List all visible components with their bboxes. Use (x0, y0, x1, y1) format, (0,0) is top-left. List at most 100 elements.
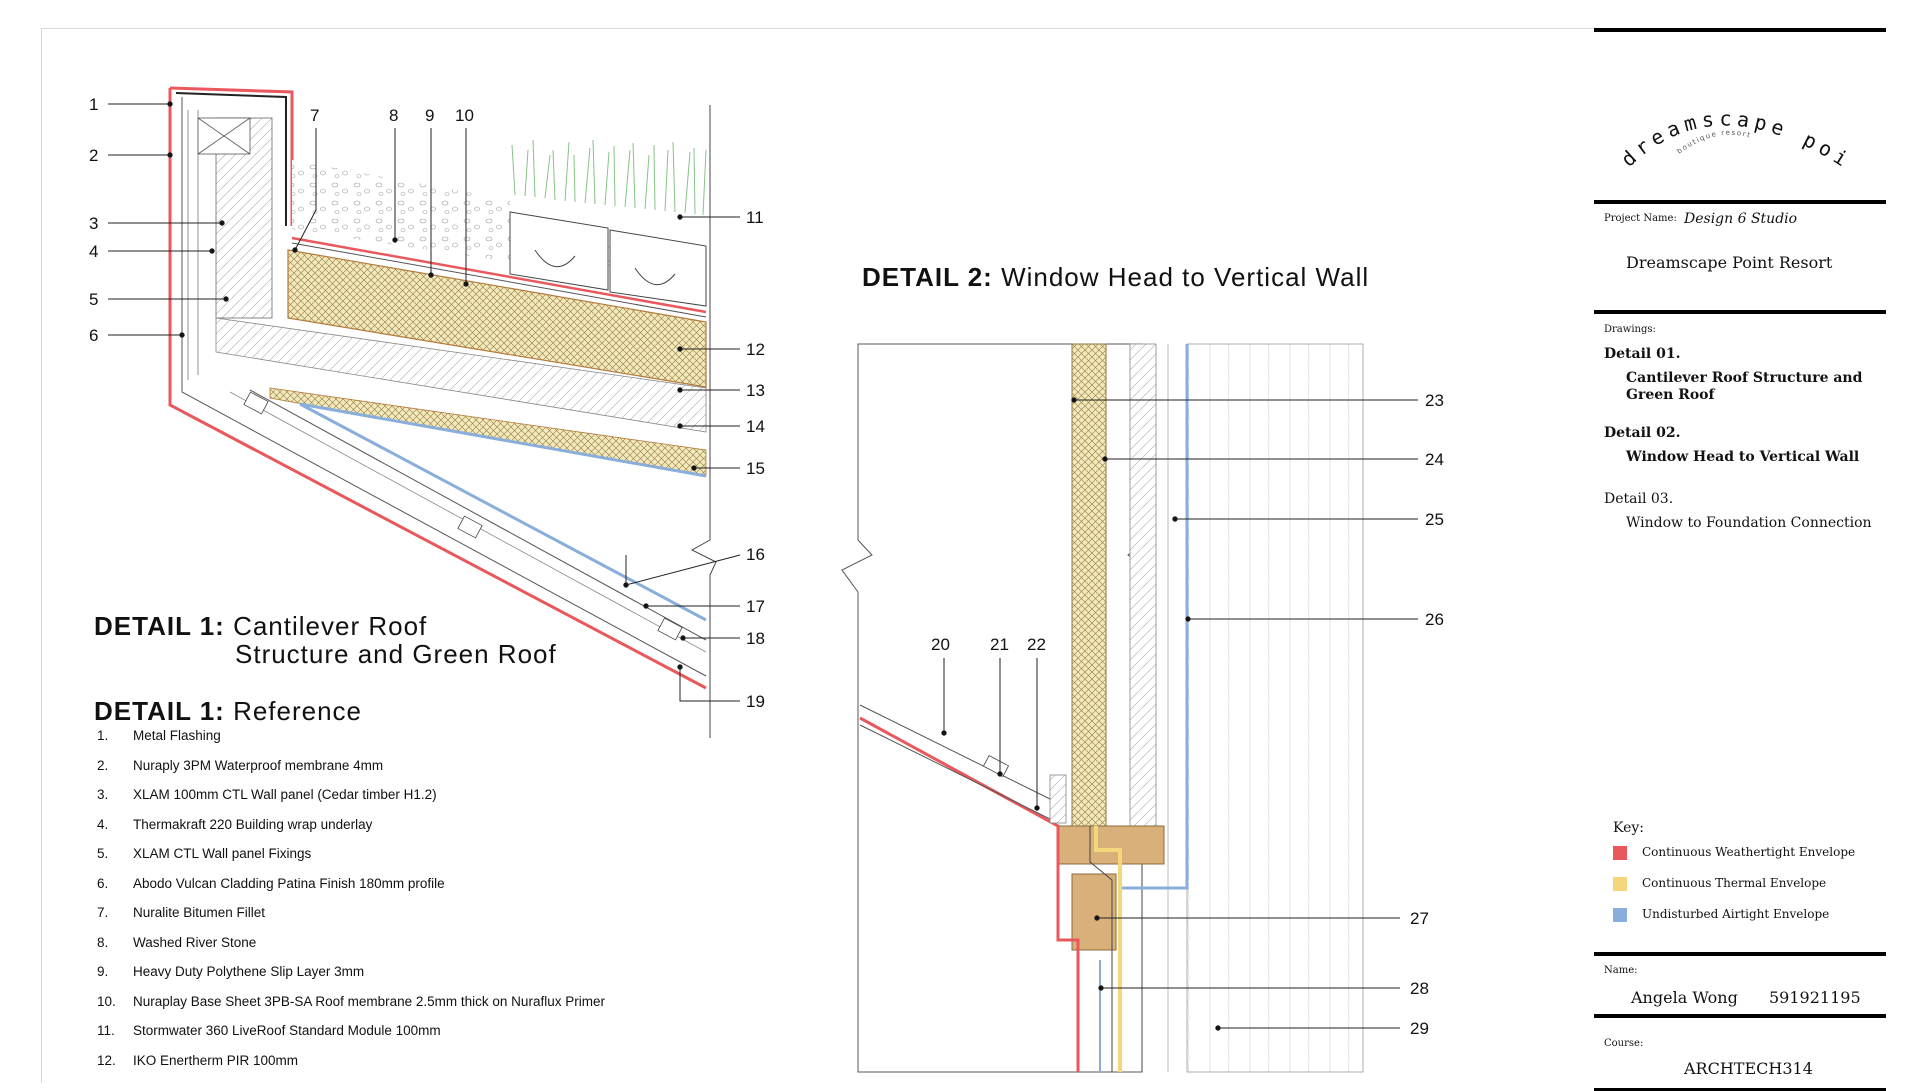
callout-number: 14 (746, 417, 765, 436)
reference-number: 3. (97, 787, 109, 802)
callout-dot (167, 152, 173, 158)
reference-text: XLAM CTL Wall panel Fixings (133, 846, 312, 861)
reference-text: Abodo Vulcan Cladding Patina Finish 180m… (133, 875, 445, 891)
title-block-rule (1594, 200, 1886, 204)
detail2-insulation (1071, 343, 1107, 829)
key-label-thermal: Continuous Thermal Envelope (1642, 876, 1827, 890)
reference-list-item: 3.XLAM 100mm CTL Wall panel (Cedar timbe… (97, 787, 605, 817)
drawing-3-title: Window to Foundation Connection (1626, 515, 1872, 531)
reference-number: 10. (97, 993, 116, 1009)
callout-leader (679, 667, 740, 702)
callout-dot (677, 664, 683, 670)
detail1-title-line1: Cantilever Roof (233, 611, 428, 641)
callout-number: 21 (990, 635, 1009, 654)
drawing-2-head: Detail 02. (1604, 425, 1681, 441)
key-label-airtight: Undisturbed Airtight Envelope (1642, 907, 1830, 921)
logo-text: dreamscape point (1604, 68, 1851, 174)
callout-dot (1172, 516, 1178, 522)
course-value: ARCHTECH314 (1684, 1059, 1813, 1078)
key-swatch-weathertight (1613, 846, 1627, 860)
drawings-label: Drawings: (1604, 324, 1656, 335)
callout-number: 23 (1425, 391, 1444, 410)
detail2-title: DETAIL 2: Window Head to Vertical Wall (862, 263, 1369, 291)
callout-dot (1071, 397, 1077, 403)
detail2-title-bold: DETAIL 2: (862, 262, 993, 292)
callout-dot (179, 332, 185, 338)
detail2-thermal-line (1094, 826, 1122, 1072)
callout-number: 2 (89, 146, 98, 165)
callout-dot (1034, 805, 1040, 811)
callout-dot (292, 247, 298, 253)
reference-list-item: 7.Nuralite Bitumen Fillet (97, 905, 605, 935)
detail1-title-bold: DETAIL 1: (94, 611, 225, 641)
reference-number: 11. (97, 1023, 115, 1038)
reference-list-item: 11. Stormwater 360 LiveRoof Standard Modu… (97, 1023, 605, 1053)
callout-dot (677, 387, 683, 393)
callout-number: 13 (746, 381, 765, 400)
callout-number: 19 (746, 692, 765, 711)
detail1-insulation (287, 249, 707, 388)
callout-number: 7 (310, 106, 319, 125)
reference-number: 8. (97, 934, 109, 950)
callout-dot (997, 771, 1003, 777)
drawing-2-title: Window Head to Vertical Wall (1626, 449, 1860, 465)
key-label-weathertight: Continuous Weathertight Envelope (1642, 845, 1856, 859)
reference-list-item: 4.Thermakraft 220 Building wrap underlay (97, 817, 605, 847)
reference-text: IKO Enertherm PIR 100mm (133, 1052, 299, 1068)
reference-text: Nuraplay Base Sheet 3PB-SA Roof membrane… (133, 993, 605, 1009)
reference-number: 1. (97, 728, 109, 743)
drawing-1-head: Detail 01. (1604, 346, 1681, 362)
detail1-liveroof-module (509, 211, 609, 291)
detail2-weathertight-line (859, 716, 1080, 1072)
callout-dot (677, 214, 683, 220)
reference-list-item: 9.Heavy Duty Polythene Slip Layer 3mm (97, 964, 605, 994)
callout-dot (428, 272, 434, 278)
reference-text: Stormwater 360 LiveRoof Standard Module … (133, 1023, 441, 1038)
drawing-1-title: Cantilever Roof Structure and Green Roof (1626, 370, 1863, 403)
callout-dot (1215, 1025, 1221, 1031)
callout-dot (677, 346, 683, 352)
reference-list-item: 5.XLAM CTL Wall panel Fixings (97, 846, 605, 876)
callout-number: 8 (389, 106, 398, 125)
callout-number: 22 (1027, 635, 1046, 654)
callout-dot (691, 465, 697, 471)
callout-number: 1 (89, 95, 98, 114)
callout-number: 29 (1410, 1019, 1429, 1038)
callout-dot (643, 603, 649, 609)
reference-number: 12. (97, 1052, 116, 1068)
detail2-wall-cladding (1186, 343, 1364, 1073)
project-name-label: Project Name: (1604, 213, 1677, 224)
callout-number: 28 (1410, 979, 1429, 998)
title-block: dreamscape point boutique resort Project… (1594, 28, 1886, 1091)
drawing-3-head: Detail 03. (1604, 491, 1674, 507)
callout-dot (623, 582, 629, 588)
callout-leaders (108, 101, 1418, 1031)
key-swatch-thermal (1613, 877, 1627, 891)
callout-number: 26 (1425, 610, 1444, 629)
drawing-sheet (41, 28, 1881, 1083)
name-label: Name: (1604, 965, 1638, 976)
reference-number: 2. (97, 757, 109, 773)
student-id: 591921195 (1769, 988, 1861, 1007)
project-name-value: Design 6 Studio (1684, 211, 1798, 227)
callout-dot (1185, 616, 1191, 622)
title-block-rule (1594, 310, 1886, 314)
callout-number: 4 (89, 242, 98, 261)
title-block-rule (1594, 952, 1886, 956)
course-label: Course: (1604, 1038, 1644, 1049)
callout-number: 16 (746, 545, 765, 564)
callout-dot (1094, 915, 1100, 921)
callout-number: 20 (931, 635, 950, 654)
reference-list-item: 8.Washed River Stone (97, 935, 605, 965)
detail1-grass (511, 139, 707, 216)
callout-number: 3 (89, 214, 98, 233)
reference-number: 6. (97, 875, 109, 891)
detail2-window-frame (1057, 825, 1165, 865)
key-label: Key: (1613, 820, 1644, 836)
callout-number: 12 (746, 340, 765, 359)
name-value: Angela Wong (1631, 988, 1738, 1007)
title-block-rule (1594, 1014, 1886, 1018)
